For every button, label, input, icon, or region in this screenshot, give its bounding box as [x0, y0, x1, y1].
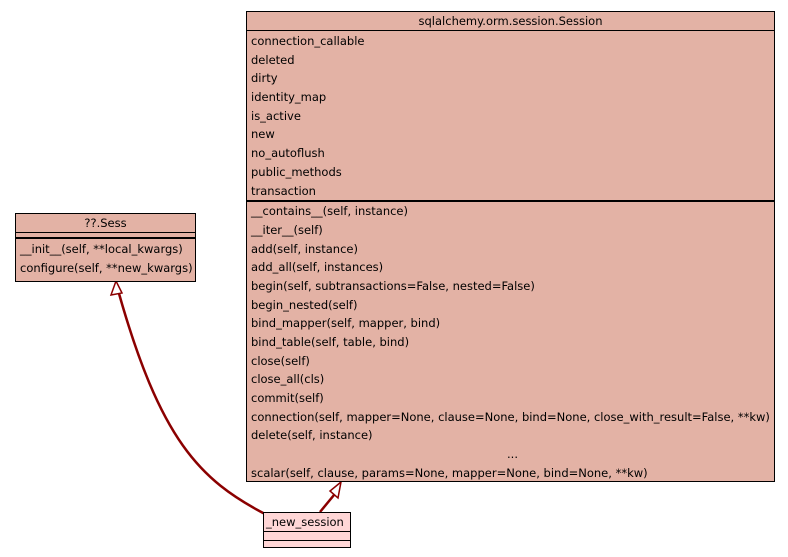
method-item: bind_table(self, table, bind): [251, 335, 410, 349]
method-item: commit(self): [251, 391, 324, 406]
method-item: __init__(self, **local_kwargs): [20, 242, 183, 256]
attribute-item: connection_callable: [251, 34, 365, 48]
attributes-section: [264, 532, 350, 541]
class-session[interactable]: sqlalchemy.orm.session.Session connectio…: [246, 11, 775, 482]
method-item: bind_mapper(self, mapper, bind): [251, 316, 441, 331]
method-item: delete(self, instance): [251, 428, 373, 443]
arrowhead-session: [328, 480, 343, 500]
method-item: add(self, instance): [251, 241, 358, 256]
attribute-item: public_methods: [251, 164, 342, 179]
method-item: begin(self, subtransactions=False, neste…: [251, 278, 535, 293]
attributes-section: [16, 233, 195, 239]
attribute-item: is_active: [251, 108, 301, 123]
method-item: __iter__(self): [251, 222, 323, 237]
method-item: configure(self, **new_kwargs): [20, 260, 193, 275]
attribute-item: identity_map: [251, 90, 327, 105]
class-title: _new_session: [264, 513, 350, 532]
attribute-item: no_autoflush: [251, 146, 325, 161]
method-item: __contains__(self, instance): [251, 204, 408, 219]
attribute-item: dirty: [251, 71, 278, 86]
edge-new-session-to-session: [319, 494, 335, 513]
edge-new-session-to-sess: [116, 289, 266, 516]
arrowhead-sess: [109, 279, 124, 296]
method-item: add_all(self, instances): [251, 260, 384, 275]
methods-section: [264, 541, 350, 548]
class-title: sqlalchemy.orm.session.Session: [247, 12, 774, 31]
class-title: ??.Sess: [16, 214, 195, 233]
attribute-item: deleted: [251, 52, 295, 67]
class-new-session[interactable]: _new_session: [263, 512, 351, 548]
methods-section: __contains__(self, instance) __iter__(sel…: [247, 202, 774, 482]
method-item: close_all(cls): [251, 372, 325, 387]
method-item: scalar(self, clause, params=None, mapper…: [251, 465, 648, 480]
attribute-item: new: [251, 127, 275, 142]
methods-section: __init__(self, **local_kwargs) configure(…: [16, 239, 195, 277]
method-item: close(self): [251, 353, 310, 368]
method-item: ...: [507, 447, 518, 462]
method-item: connection(self, mapper=None, clause=Non…: [251, 409, 770, 424]
attribute-item: transaction: [251, 183, 316, 198]
method-item: begin_nested(self): [251, 297, 358, 312]
class-sess[interactable]: ??.Sess __init__(self, **local_kwargs)co…: [15, 213, 196, 282]
